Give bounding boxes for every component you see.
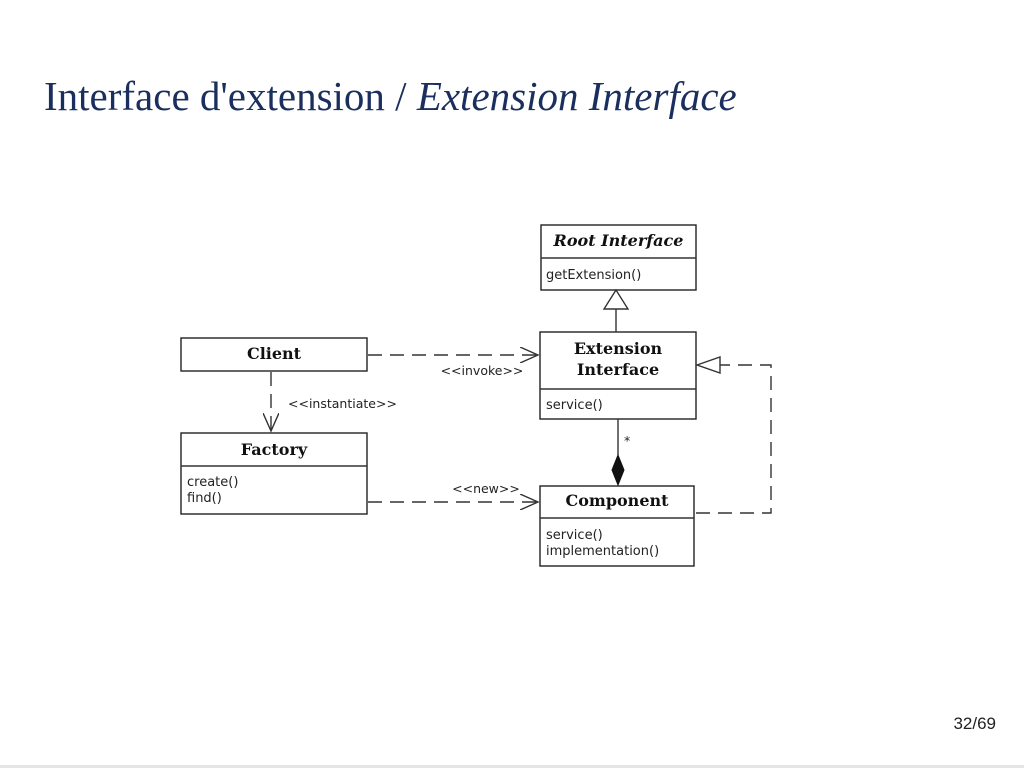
new-label: <<new>>: [452, 481, 520, 496]
root-interface-name: Root Interface: [553, 231, 684, 250]
title-plain: Interface d'extension /: [44, 73, 417, 119]
component-member-service: service(): [546, 528, 603, 543]
extension-interface-name-line2: Interface: [577, 360, 659, 379]
factory-member-find: find(): [187, 491, 222, 506]
root-interface-member: getExtension(): [546, 268, 641, 283]
extension-interface-name-line1: Extension: [574, 339, 663, 358]
instantiate-label: <<instantiate>>: [288, 396, 397, 411]
realization-line: [696, 364, 772, 514]
dependency-invoke: <<invoke>>: [368, 355, 538, 378]
extension-interface-member: service(): [546, 398, 603, 413]
client-name: Client: [247, 344, 302, 363]
hollow-triangle-icon: [694, 356, 721, 374]
invoke-label: <<invoke>>: [441, 363, 524, 378]
bottom-divider: [0, 765, 1024, 768]
dependency-instantiate: <<instantiate>>: [271, 372, 397, 431]
multiplicity-label: *: [624, 433, 630, 448]
component-name: Component: [565, 491, 669, 510]
class-extension-interface: Extension Interface service(): [539, 331, 697, 420]
filled-diamond-icon: [611, 453, 625, 487]
component-member-implementation: implementation(): [546, 544, 659, 559]
generalization-extension-to-root: [602, 288, 630, 332]
class-client: Client: [180, 337, 368, 372]
component-box: [539, 485, 695, 567]
class-root-interface: Root Interface getExtension(): [540, 224, 697, 291]
class-factory: Factory create() find(): [180, 432, 368, 515]
slide-title: Interface d'extension / Extension Interf…: [44, 72, 737, 121]
factory-member-create: create(): [187, 475, 238, 490]
dependency-new: <<new>>: [368, 481, 538, 502]
page-number: 32/69: [953, 714, 996, 733]
factory-name: Factory: [241, 440, 308, 459]
client-box: [180, 337, 368, 372]
realization-component-to-extension: [694, 356, 772, 514]
class-component: Component service() implementation(): [539, 485, 695, 567]
title-italic: Extension Interface: [416, 73, 737, 119]
factory-box: [180, 432, 368, 515]
composition-component-extension: *: [611, 419, 630, 487]
extension-interface-box: [539, 331, 697, 420]
hollow-triangle-icon: [602, 288, 630, 310]
